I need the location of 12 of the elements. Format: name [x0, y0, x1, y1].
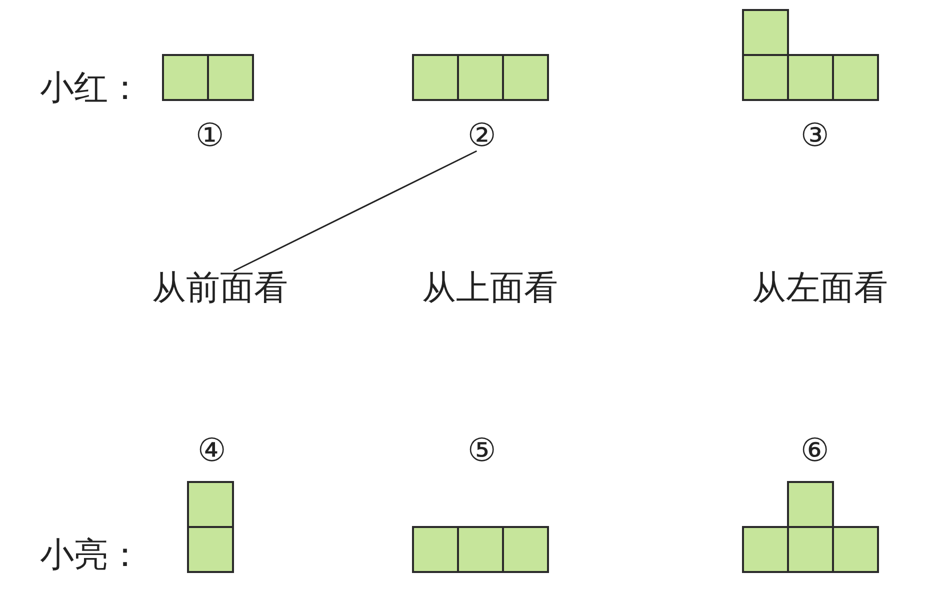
- view-label: 从上面看: [422, 271, 558, 305]
- figure-number: ①: [196, 119, 224, 151]
- figure-number: ⑥: [800, 434, 830, 466]
- person-label: 小红：: [40, 71, 142, 105]
- view-label: 从前面看: [152, 271, 288, 305]
- view-label: 从左面看: [752, 271, 888, 305]
- person-label: 小亮：: [40, 538, 142, 572]
- figure-number: ⑤: [468, 434, 496, 466]
- figure-number: ③: [800, 119, 830, 151]
- connector-line: [233, 150, 478, 272]
- figure-number: ④: [198, 434, 226, 466]
- figure-number: ②: [468, 119, 496, 151]
